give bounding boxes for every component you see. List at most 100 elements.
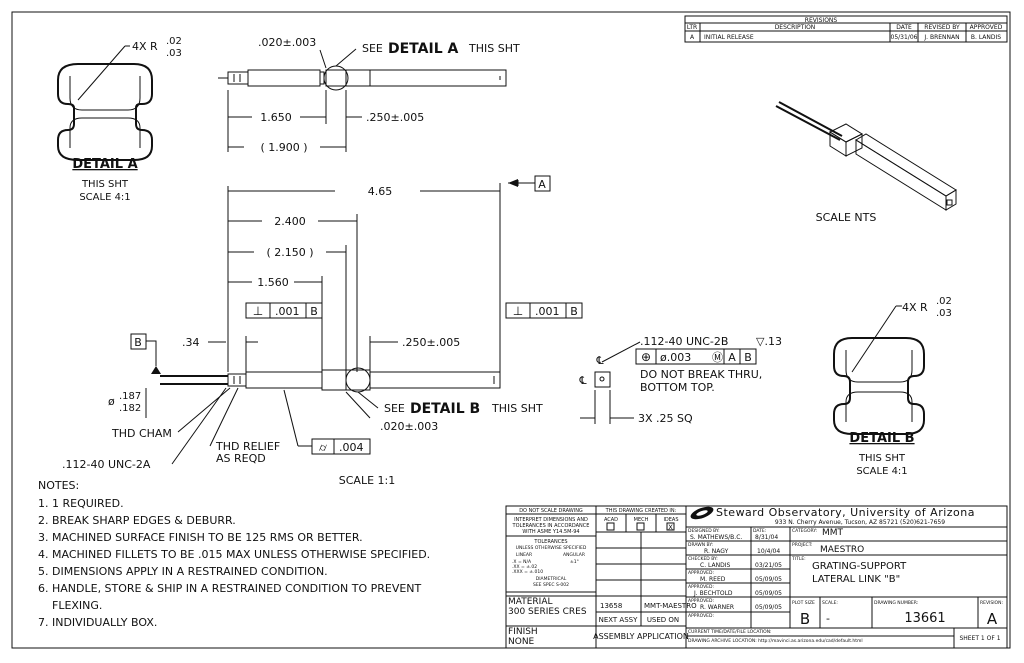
cyl-symbol: ⌭ bbox=[319, 441, 327, 454]
rev-header-approved: APPROVED bbox=[970, 24, 1003, 31]
datum-a: A bbox=[538, 178, 546, 191]
thd-cham: THD CHAM bbox=[111, 427, 172, 440]
tb-ideas-box bbox=[666, 522, 675, 531]
detail-a-sheet: THIS SHT bbox=[81, 179, 129, 190]
main-dim-250: .250±.005 bbox=[402, 336, 460, 349]
tb-drawing-number: 13661 bbox=[904, 611, 945, 626]
thd-relief-1: THD RELIEF bbox=[215, 440, 280, 453]
tb-ideas: IDEAS bbox=[663, 517, 678, 523]
perp-2-value: .001 bbox=[535, 305, 560, 318]
rev-row-revised-by: J. BRENNAN bbox=[923, 34, 959, 41]
rev-header-date: DATE bbox=[896, 24, 912, 31]
main-dim-34: .34 bbox=[182, 336, 200, 349]
tb-designed-by-label: DESIGNED BY: bbox=[688, 528, 720, 534]
tb-approved-3-date: 05/09/05 bbox=[755, 604, 782, 611]
tb-revision-label: REVISION: bbox=[980, 600, 1003, 606]
pos-symbol: ⊕ bbox=[641, 350, 651, 364]
dia-prefix: ø bbox=[108, 395, 115, 408]
detail-b-title: DETAIL B bbox=[849, 431, 914, 446]
tb-scale-label: SCALE: bbox=[822, 600, 838, 606]
rev-row-approved: B. LANDIS bbox=[971, 34, 1001, 41]
tb-approved-label-3: APPROVED: bbox=[688, 598, 714, 604]
tb-tolerances: TOLERANCES bbox=[533, 539, 567, 545]
tb-title-1: GRATING-SUPPORT bbox=[812, 561, 907, 572]
detail-b-radius-lower: .03 bbox=[936, 308, 952, 319]
top-dim-1900: ( 1.900 ) bbox=[260, 141, 307, 154]
tb-diametrical: DIAMETRICAL bbox=[536, 576, 567, 582]
tb-category-label: CATEGORY: bbox=[792, 528, 817, 534]
tb-mech: MECH bbox=[634, 517, 649, 523]
tb-current-time: CURRENT TIME/DATE/FILE LOCATION: bbox=[688, 629, 772, 635]
fcf-perpendicularity-2 bbox=[505, 302, 583, 319]
note-6-cont: FLEXING. bbox=[38, 599, 102, 612]
tb-finish: NONE bbox=[508, 637, 535, 647]
tb-angular: ANGULAR bbox=[563, 552, 585, 558]
main-dim-465: 4.65 bbox=[368, 185, 393, 198]
main-dim-2400: 2.400 bbox=[274, 215, 306, 228]
detail-b-callout-circle bbox=[345, 367, 371, 393]
tb-used-on-val: MMT-MAESTRO bbox=[644, 602, 697, 610]
tb-acad: ACAD bbox=[604, 517, 618, 523]
perp-1-datum: B bbox=[310, 305, 318, 318]
tb-approved-1-date: 05/09/05 bbox=[755, 576, 782, 583]
top-see-suffix: THIS SHT bbox=[468, 42, 520, 55]
tb-approved-label-4: APPROVED: bbox=[688, 613, 714, 619]
top-see-prefix: SEE bbox=[362, 42, 383, 55]
end-view: .112-40 UNC-2B ▽.13 ⊕ ø.003 Ⓜ A B DO NOT… bbox=[578, 335, 781, 425]
tb-unless: UNLESS OTHERWISE SPECIFIED bbox=[516, 545, 587, 551]
notes-title: NOTES: bbox=[38, 479, 79, 492]
main-see-detail: DETAIL B bbox=[410, 401, 480, 417]
main-dim-gap: .020±.003 bbox=[380, 420, 438, 433]
rev-header-ltr: LTR bbox=[687, 24, 697, 31]
perp-2-symbol: ⊥ bbox=[513, 304, 523, 318]
title-block: DO NOT SCALE DRAWING INTERPRET DIMENSION… bbox=[505, 505, 1008, 649]
tb-do-not-scale: DO NOT SCALE DRAWING bbox=[519, 508, 583, 514]
tb-checked-by-label: CHECKED BY: bbox=[688, 556, 718, 562]
top-see-detail: DETAIL A bbox=[388, 41, 458, 57]
end-square-dim: 3X .25 SQ bbox=[638, 412, 693, 425]
tb-tol-ang: ±1° bbox=[570, 559, 579, 565]
detail-a-radius-upper: .02 bbox=[166, 36, 182, 47]
tb-next-assy-val: 13658 bbox=[600, 602, 622, 610]
top-view: .020±.003 SEE DETAIL A THIS SHT 1.650 .2… bbox=[218, 36, 520, 154]
perp-1-value: .001 bbox=[275, 305, 300, 318]
note-5: 5. DIMENSIONS APPLY IN A RESTRAINED COND… bbox=[38, 565, 328, 578]
top-dim-1650: 1.650 bbox=[260, 111, 292, 124]
dia-upper: .187 bbox=[119, 391, 141, 402]
main-scale: SCALE 1:1 bbox=[339, 474, 395, 487]
tb-sheet: SHEET 1 OF 1 bbox=[959, 635, 1000, 642]
tb-checked-date: 03/21/05 bbox=[755, 562, 782, 569]
perp-2-datum: B bbox=[570, 305, 578, 318]
end-square bbox=[594, 371, 611, 388]
main-view: 4.65 A 2.400 ( 2.150 ) 1.560 ⊥ .001 B ⊥ … bbox=[62, 175, 583, 487]
tb-spec: SEE SPEC S-002 bbox=[533, 582, 569, 588]
note-4: 4. MACHINED FILLETS TO BE .015 MAX UNLES… bbox=[38, 548, 430, 561]
detail-a-radius-prefix: 4X R bbox=[132, 40, 158, 53]
tb-approved-label-2: APPROVED: bbox=[688, 584, 714, 590]
tb-mech-box bbox=[636, 522, 645, 531]
main-see-prefix: SEE bbox=[384, 402, 405, 415]
tb-material-label: MATERIAL bbox=[508, 597, 553, 607]
note-1: 1. 1 REQUIRED. bbox=[38, 497, 124, 510]
tb-address: 933 N. Cherry Avenue, Tucson, AZ 85721 (… bbox=[775, 519, 945, 526]
tb-designed-by: S. MATHEWS/B.C. bbox=[690, 534, 742, 541]
note-3: 3. MACHINED SURFACE FINISH TO BE 125 RMS… bbox=[38, 531, 363, 544]
tb-interpret-3: WITH ASME Y14.5M-94 bbox=[522, 529, 579, 535]
tb-acad-box bbox=[606, 522, 615, 531]
end-thread: .112-40 UNC-2B bbox=[640, 335, 728, 348]
rev-row-ltr: A bbox=[690, 34, 695, 41]
thread-callout: .112-40 UNC-2A bbox=[62, 458, 151, 471]
detail-b-radius-upper: .02 bbox=[936, 296, 952, 307]
tb-plot-size-label: PLOT SIZE bbox=[792, 600, 815, 606]
detail-a-title: DETAIL A bbox=[72, 157, 137, 172]
tb-plot-size: B bbox=[800, 610, 810, 628]
datum-b: B bbox=[134, 336, 142, 349]
detail-b-radius-prefix: 4X R bbox=[902, 301, 928, 314]
tb-approved-2-date: 05/09/05 bbox=[755, 590, 782, 597]
end-cl-vertical: ℄ bbox=[595, 354, 603, 367]
tb-title-2: LATERAL LINK "B" bbox=[812, 574, 900, 585]
end-cl-horizontal: ℄ bbox=[578, 374, 586, 387]
revisions-title: REVISIONS bbox=[805, 17, 838, 24]
end-depth: ▽.13 bbox=[756, 335, 782, 348]
end-note-1: DO NOT BREAK THRU, bbox=[640, 368, 762, 381]
